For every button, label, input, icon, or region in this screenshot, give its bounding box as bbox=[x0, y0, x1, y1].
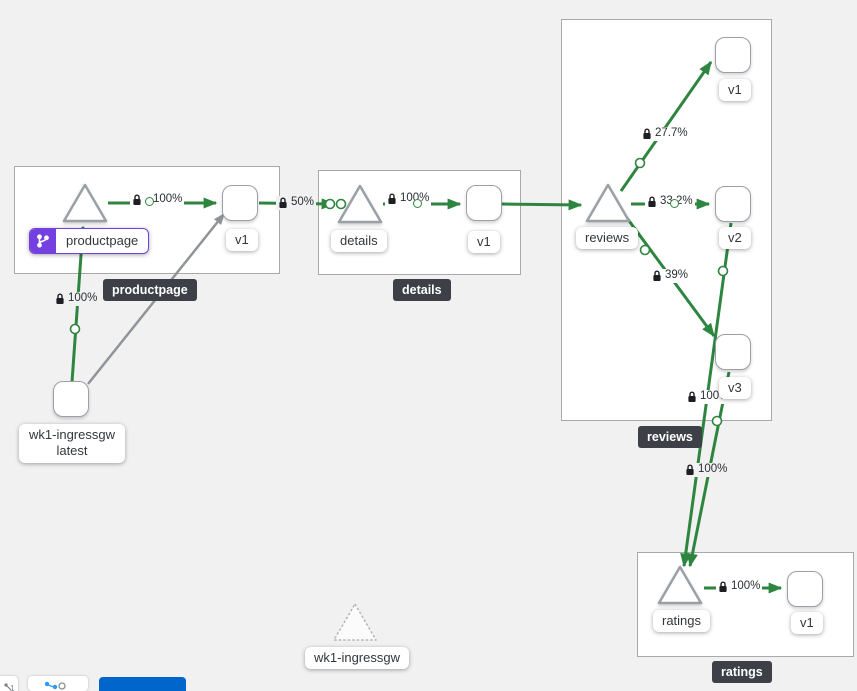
edge-productpage-to-reviews[interactable] bbox=[501, 199, 583, 211]
edge-label-productpage-v1: 100% bbox=[130, 192, 185, 207]
lock-icon bbox=[133, 194, 141, 205]
toolbar-minimap-button[interactable] bbox=[28, 676, 88, 691]
edge-label-reviews-v2: 33.2% bbox=[645, 195, 695, 209]
traffic-point bbox=[670, 199, 679, 208]
lock-icon bbox=[653, 270, 661, 281]
lock-icon bbox=[719, 581, 727, 592]
edge-label-details-v1: 100% bbox=[385, 192, 432, 208]
lock-icon bbox=[279, 197, 287, 208]
group-tooltip-reviews: reviews bbox=[638, 426, 702, 448]
node-label-reviews-v2[interactable]: v2 bbox=[719, 227, 751, 250]
workload-node-ingressgw[interactable] bbox=[53, 381, 89, 417]
lock-icon bbox=[688, 391, 696, 402]
workload-node-details-v1[interactable] bbox=[466, 185, 502, 221]
service-node-details[interactable] bbox=[335, 182, 385, 226]
edge-label-v1-details: 50% bbox=[276, 196, 317, 210]
group-tooltip-ratings: ratings bbox=[712, 661, 772, 683]
group-tooltip-productpage: productpage bbox=[103, 279, 197, 301]
lock-icon bbox=[56, 293, 64, 304]
node-label-line1: wk1-ingressgw bbox=[29, 427, 115, 442]
node-label-idle-ingressgw[interactable]: wk1-ingressgw bbox=[305, 647, 409, 670]
group-tooltip-details: details bbox=[393, 279, 451, 301]
service-node-reviews[interactable] bbox=[583, 181, 633, 225]
lock-icon bbox=[686, 464, 694, 475]
lock-icon bbox=[648, 196, 656, 207]
service-node-productpage[interactable] bbox=[60, 181, 110, 225]
lock-icon bbox=[388, 193, 396, 204]
node-label-productpage-v1[interactable]: v1 bbox=[226, 229, 258, 252]
traffic-points bbox=[69, 157, 729, 427]
workload-node-ratings-v1[interactable] bbox=[787, 571, 823, 607]
edge-reviews-to-v1[interactable] bbox=[619, 60, 713, 192]
node-label-reviews-v3[interactable]: v3 bbox=[719, 377, 751, 400]
legend-button[interactable] bbox=[99, 677, 186, 691]
virtual-service-badge bbox=[30, 229, 56, 254]
node-label-reviews-v1[interactable]: v1 bbox=[719, 79, 751, 102]
node-label-text: productpage bbox=[66, 233, 139, 248]
traffic-point bbox=[145, 197, 154, 206]
node-label-details[interactable]: details bbox=[331, 230, 387, 253]
node-label-details-v1[interactable]: v1 bbox=[468, 231, 500, 254]
svg-text:1: 1 bbox=[10, 684, 15, 691]
graph-minimap-icon bbox=[44, 681, 66, 690]
traffic-point bbox=[413, 199, 422, 208]
lock-icon bbox=[643, 128, 651, 139]
toolbar-zoom-controls[interactable]: 1 bbox=[0, 676, 18, 691]
node-label-ingressgw[interactable]: wk1-ingressgw latest bbox=[19, 424, 125, 463]
node-label-ratings-v1[interactable]: v1 bbox=[791, 612, 823, 635]
workload-node-productpage-v1[interactable] bbox=[222, 185, 258, 221]
edge-label-reviews-v3: 39% bbox=[650, 269, 691, 283]
edge-label-ratings-v1: 100% bbox=[716, 580, 763, 594]
service-node-ratings[interactable] bbox=[655, 563, 705, 607]
node-label-reviews[interactable]: reviews bbox=[576, 227, 639, 250]
edge-label-v2-ratings: 100% bbox=[683, 463, 730, 477]
service-node-idle-ingressgw[interactable] bbox=[330, 600, 380, 644]
edge-label-reviews-v1: 27.7% bbox=[640, 127, 690, 141]
node-label-productpage[interactable]: productpage bbox=[29, 228, 150, 255]
workload-node-reviews-v3[interactable] bbox=[715, 334, 751, 370]
zoom-controls-icon: 1 bbox=[4, 683, 15, 691]
code-branch-icon bbox=[37, 234, 49, 248]
edge-label-ingress-productpage: 100% bbox=[53, 292, 100, 306]
node-label-ratings[interactable]: ratings bbox=[653, 610, 711, 633]
node-label-line2: latest bbox=[56, 443, 88, 459]
workload-node-reviews-v2[interactable] bbox=[715, 186, 751, 222]
workload-node-reviews-v1[interactable] bbox=[715, 37, 751, 73]
